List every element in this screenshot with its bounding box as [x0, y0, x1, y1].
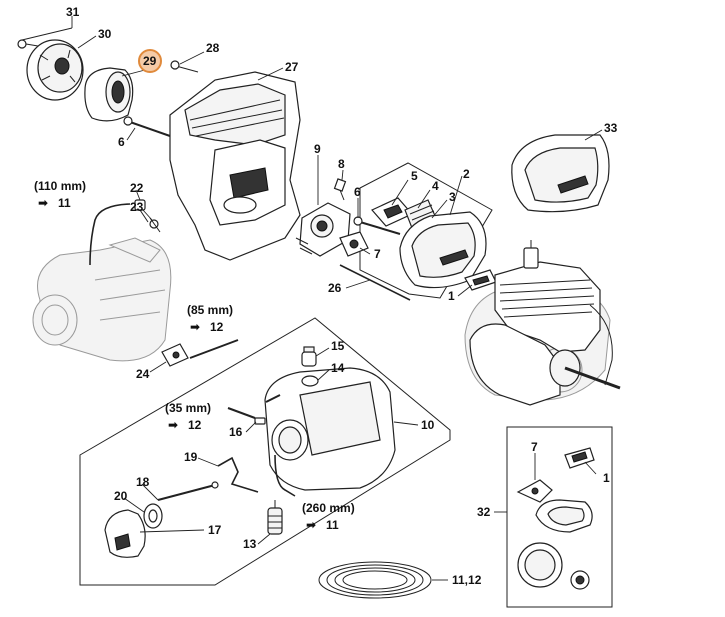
- hose-260mm: [274, 454, 296, 497]
- callout-9: 9: [314, 142, 321, 156]
- callout-31: 31: [66, 5, 80, 19]
- callout-29: 29: [143, 54, 157, 68]
- part-20-washer: [143, 503, 163, 529]
- ref-260mm-arrow: ➡: [306, 518, 316, 532]
- hose-85mm: [189, 339, 239, 359]
- callout-14: 14: [331, 361, 345, 375]
- callout-1-set: 1: [603, 471, 610, 485]
- callout-7-top: 7: [374, 247, 381, 261]
- part-17-cap: [104, 509, 146, 558]
- ref-85mm-arrow: ➡: [190, 320, 200, 334]
- callout-22: 22: [130, 181, 144, 195]
- callout-11-12: 11,12: [452, 573, 482, 587]
- part-23-screw: [149, 217, 161, 233]
- part-27-engine-housing: [169, 71, 301, 261]
- callout-8: 8: [338, 157, 345, 171]
- part-9-carburetor: [295, 202, 351, 257]
- part-30-fan-hub: [26, 39, 84, 101]
- part-26-rod: [339, 264, 411, 301]
- callout-19: 19: [184, 450, 198, 464]
- ref-110mm-target: 11: [58, 196, 71, 210]
- part-24-valve: [161, 343, 189, 367]
- ref-260mm-size: (260 mm): [302, 501, 355, 515]
- ref-35mm-size: (35 mm): [165, 401, 211, 415]
- frame-fuel-tank-group: [79, 317, 451, 586]
- part-5-flange: [371, 197, 413, 227]
- part-8-screw: [333, 178, 347, 201]
- engine-block: [469, 240, 621, 406]
- highlight-marker-29: [138, 49, 162, 73]
- part-18-bolt: [157, 481, 219, 501]
- part-32-gasket-set: [516, 447, 595, 590]
- part-13-fuel-filter: [267, 500, 283, 535]
- length-reference-260mm: (260 mm) ➡ 11: [302, 501, 355, 532]
- callout-13: 13: [243, 537, 257, 551]
- callout-6-left: 6: [118, 135, 125, 149]
- callout-27: 27: [285, 60, 299, 74]
- callout-26: 26: [328, 281, 342, 295]
- callout-6-right: 6: [354, 185, 361, 199]
- ref-85mm-size: (85 mm): [187, 303, 233, 317]
- frame-gasket-set: [506, 426, 613, 608]
- callout-24: 24: [136, 367, 150, 381]
- callout-5: 5: [411, 169, 418, 183]
- part-15-vent: [301, 346, 317, 367]
- callout-10: 10: [421, 418, 435, 432]
- callout-1-top: 1: [448, 289, 455, 303]
- callout-7-set: 7: [531, 440, 538, 454]
- callout-18: 18: [136, 475, 150, 489]
- callout-20: 20: [114, 489, 128, 503]
- leader-lines: [21, 16, 603, 581]
- part-6-bolt-right: [353, 216, 401, 235]
- length-reference-110mm: (110 mm) ➡ 11: [34, 179, 86, 210]
- ghost-engine-housing: [32, 237, 172, 362]
- callout-labels: 31 30 29 28 27 6 9 8 6 5 4 3 2 33 22 23 …: [66, 5, 618, 587]
- ref-110mm-arrow: ➡: [38, 196, 48, 210]
- part-19-wire: [217, 456, 259, 493]
- callout-23: 23: [130, 200, 144, 214]
- part-33-cover: [511, 134, 610, 213]
- part-16-hose-fitting: [227, 407, 266, 425]
- callout-28: 28: [206, 41, 220, 55]
- part-31-screw: [17, 39, 39, 49]
- callout-30: 30: [98, 27, 112, 41]
- hose-110mm: [89, 203, 131, 266]
- part-14-grommet: [301, 375, 319, 387]
- ref-35mm-target: 12: [188, 418, 202, 432]
- part-6-long-bolt: [123, 116, 171, 137]
- part-10-fuel-tank: [264, 367, 396, 491]
- part-7-gasket: [339, 231, 369, 257]
- length-reference-35mm: (35 mm) ➡ 12: [165, 401, 211, 432]
- ref-85mm-target: 12: [210, 320, 224, 334]
- length-reference-85mm: (85 mm) ➡ 12: [187, 303, 233, 334]
- part-28-screw: [170, 60, 199, 73]
- frame-carburetor-air-filter: [359, 162, 493, 299]
- callout-16: 16: [229, 425, 243, 439]
- callout-17: 17: [208, 523, 222, 537]
- callout-15: 15: [331, 339, 345, 353]
- callout-32: 32: [477, 505, 491, 519]
- part-3-filter-cover: [399, 211, 487, 289]
- callout-2: 2: [463, 167, 470, 181]
- part-11-12-hose-coil: [318, 561, 432, 599]
- assembly-frames: [79, 162, 613, 608]
- part-29-filter-ring: [84, 67, 134, 122]
- ref-35mm-arrow: ➡: [168, 418, 178, 432]
- callout-4: 4: [432, 179, 439, 193]
- ref-260mm-target: 11: [326, 518, 339, 532]
- callout-33: 33: [604, 121, 618, 135]
- callout-3: 3: [449, 190, 456, 204]
- ref-110mm-size: (110 mm): [34, 179, 86, 193]
